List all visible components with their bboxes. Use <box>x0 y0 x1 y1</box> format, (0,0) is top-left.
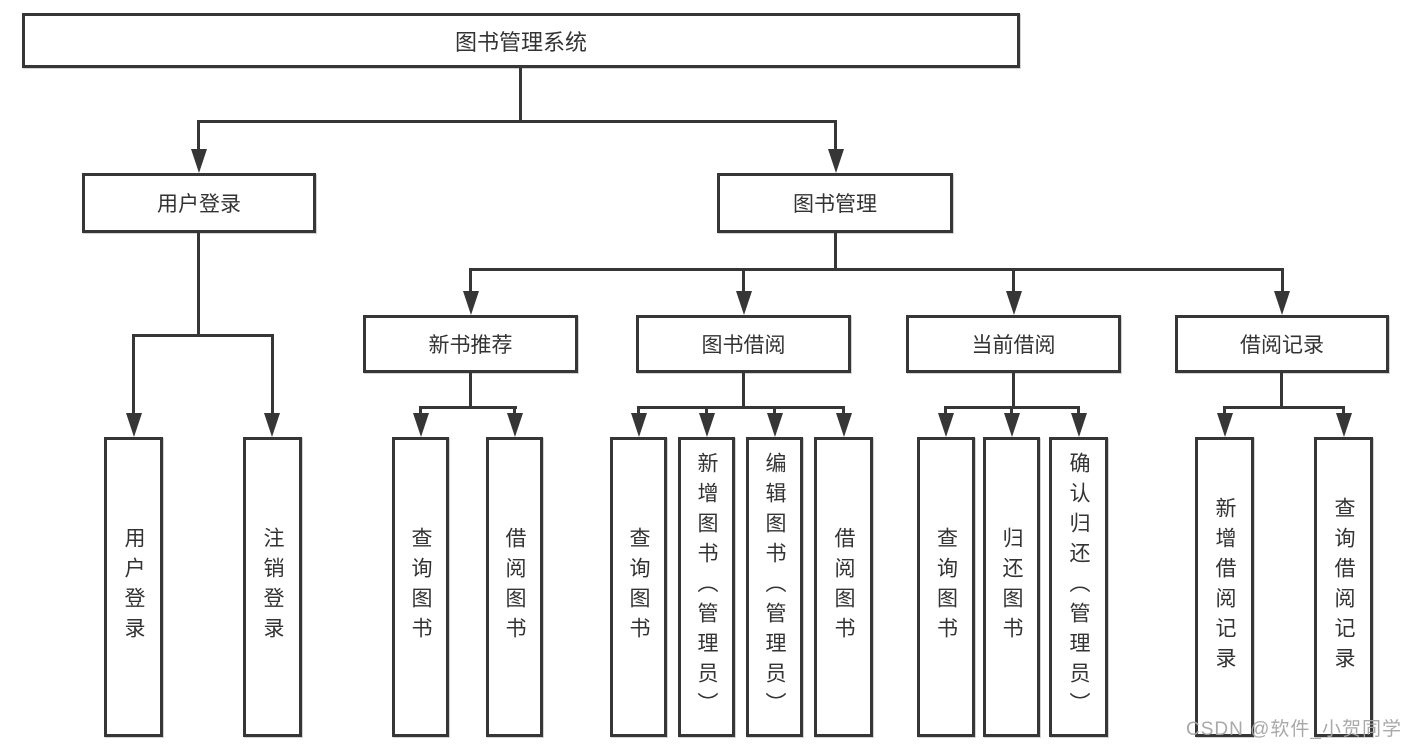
leaf-query-books-current: 查询图书 <box>917 437 975 737</box>
node-label: 当前借阅 <box>971 334 1056 357</box>
leaf-query-books-recommend: 查询图书 <box>392 437 449 737</box>
node-label: 查询图书 <box>409 527 432 647</box>
arrowhead-down-icon <box>463 291 479 315</box>
connector-line <box>469 268 1284 271</box>
arrowhead-down-icon <box>1274 291 1290 315</box>
arrowhead-down-icon <box>1336 413 1352 437</box>
arrowhead-down-icon <box>507 413 523 437</box>
leaf-add-books-admin: 新增图书（管理员） <box>678 437 735 737</box>
leaf-borrow-books-recommend: 借阅图书 <box>486 437 543 737</box>
connector-line <box>197 120 200 152</box>
arrowhead-down-icon <box>836 413 852 437</box>
arrowhead-down-icon <box>1071 413 1087 437</box>
arrowhead-down-icon <box>767 413 783 437</box>
connector-line <box>637 406 640 416</box>
connector-line <box>271 334 274 414</box>
node-label: 确认归还（管理员） <box>1067 452 1090 722</box>
arrowhead-down-icon <box>828 149 844 173</box>
node-label: 图书管理 <box>793 193 877 216</box>
connector-line <box>419 406 517 409</box>
arrowhead-down-icon <box>126 413 142 437</box>
connector-line <box>419 406 422 416</box>
connector-line <box>513 406 516 416</box>
arrowhead-down-icon <box>1217 413 1233 437</box>
node-label: 注销登录 <box>261 527 284 647</box>
connector-line <box>842 406 845 416</box>
node-label: 图书管理系统 <box>454 29 587 55</box>
connector-line <box>1223 406 1345 409</box>
leaf-query-borrow-record: 查询借阅记录 <box>1314 437 1373 737</box>
arrowhead-down-icon <box>191 149 207 173</box>
node-book-borrow: 图书借阅 <box>636 315 851 373</box>
node-user-login: 用户登录 <box>82 173 316 233</box>
csdn-watermark: CSDN @软件_小贺同学 <box>1186 719 1402 740</box>
connector-line <box>773 406 776 416</box>
leaf-return-books: 归还图书 <box>983 437 1040 737</box>
node-label: 新书推荐 <box>428 334 513 357</box>
node-borrow-records: 借阅记录 <box>1175 315 1389 373</box>
connector-line <box>1342 406 1345 416</box>
leaf-edit-books-admin: 编辑图书（管理员） <box>746 437 803 737</box>
leaf-logout: 注销登录 <box>243 437 302 737</box>
node-label: 查询图书 <box>627 527 650 647</box>
arrowhead-down-icon <box>736 291 752 315</box>
node-label: 图书借阅 <box>701 334 786 357</box>
node-label: 用户登录 <box>122 527 145 647</box>
connector-line <box>132 334 274 337</box>
node-label: 借阅图书 <box>503 527 526 647</box>
node-label: 归还图书 <box>1000 527 1023 647</box>
leaf-query-books-borrow: 查询图书 <box>610 437 667 737</box>
connector-line <box>834 233 837 270</box>
connector-line <box>742 373 745 408</box>
node-label: 查询图书 <box>934 527 958 647</box>
node-label: 新增借阅记录 <box>1213 497 1236 677</box>
leaf-confirm-return-admin: 确认归还（管理员） <box>1049 437 1108 737</box>
connector-line <box>705 406 708 416</box>
arrowhead-down-icon <box>1006 291 1022 315</box>
connector-line <box>1012 268 1015 292</box>
node-label: 借阅记录 <box>1240 334 1324 357</box>
leaf-add-borrow-record: 新增借阅记录 <box>1195 437 1254 737</box>
node-new-book-recommend: 新书推荐 <box>363 315 578 373</box>
node-library-management-system: 图书管理系统 <box>22 13 1020 68</box>
arrowhead-down-icon <box>631 413 647 437</box>
node-current-borrow: 当前借阅 <box>906 315 1121 373</box>
connector-line <box>742 268 745 292</box>
connector-line <box>469 373 472 408</box>
connector-line <box>519 68 522 122</box>
connector-line <box>1077 406 1080 416</box>
connector-line <box>1281 268 1284 292</box>
arrowhead-down-icon <box>938 413 954 437</box>
connector-line <box>637 406 845 409</box>
connector-line <box>197 233 200 336</box>
connector-line <box>1012 373 1015 408</box>
node-label: 新增图书（管理员） <box>695 452 718 722</box>
connector-line <box>944 406 947 416</box>
node-label: 借阅图书 <box>832 527 855 647</box>
connector-line <box>469 268 472 292</box>
node-label: 编辑图书（管理员） <box>763 452 786 722</box>
arrowhead-down-icon <box>699 413 715 437</box>
node-book-management: 图书管理 <box>717 173 953 233</box>
connector-line <box>197 120 837 123</box>
node-label: 查询借阅记录 <box>1332 497 1355 677</box>
connector-line <box>834 120 837 152</box>
arrowhead-down-icon <box>264 413 280 437</box>
connector-line <box>1223 406 1226 416</box>
leaf-user-login: 用户登录 <box>104 437 163 737</box>
arrowhead-down-icon <box>1004 413 1020 437</box>
connector-line <box>132 334 135 414</box>
connector-line <box>1280 373 1283 408</box>
connector-line <box>1010 406 1013 416</box>
node-label: 用户登录 <box>157 193 241 216</box>
leaf-borrow-books: 借阅图书 <box>814 437 873 737</box>
arrowhead-down-icon <box>413 413 429 437</box>
